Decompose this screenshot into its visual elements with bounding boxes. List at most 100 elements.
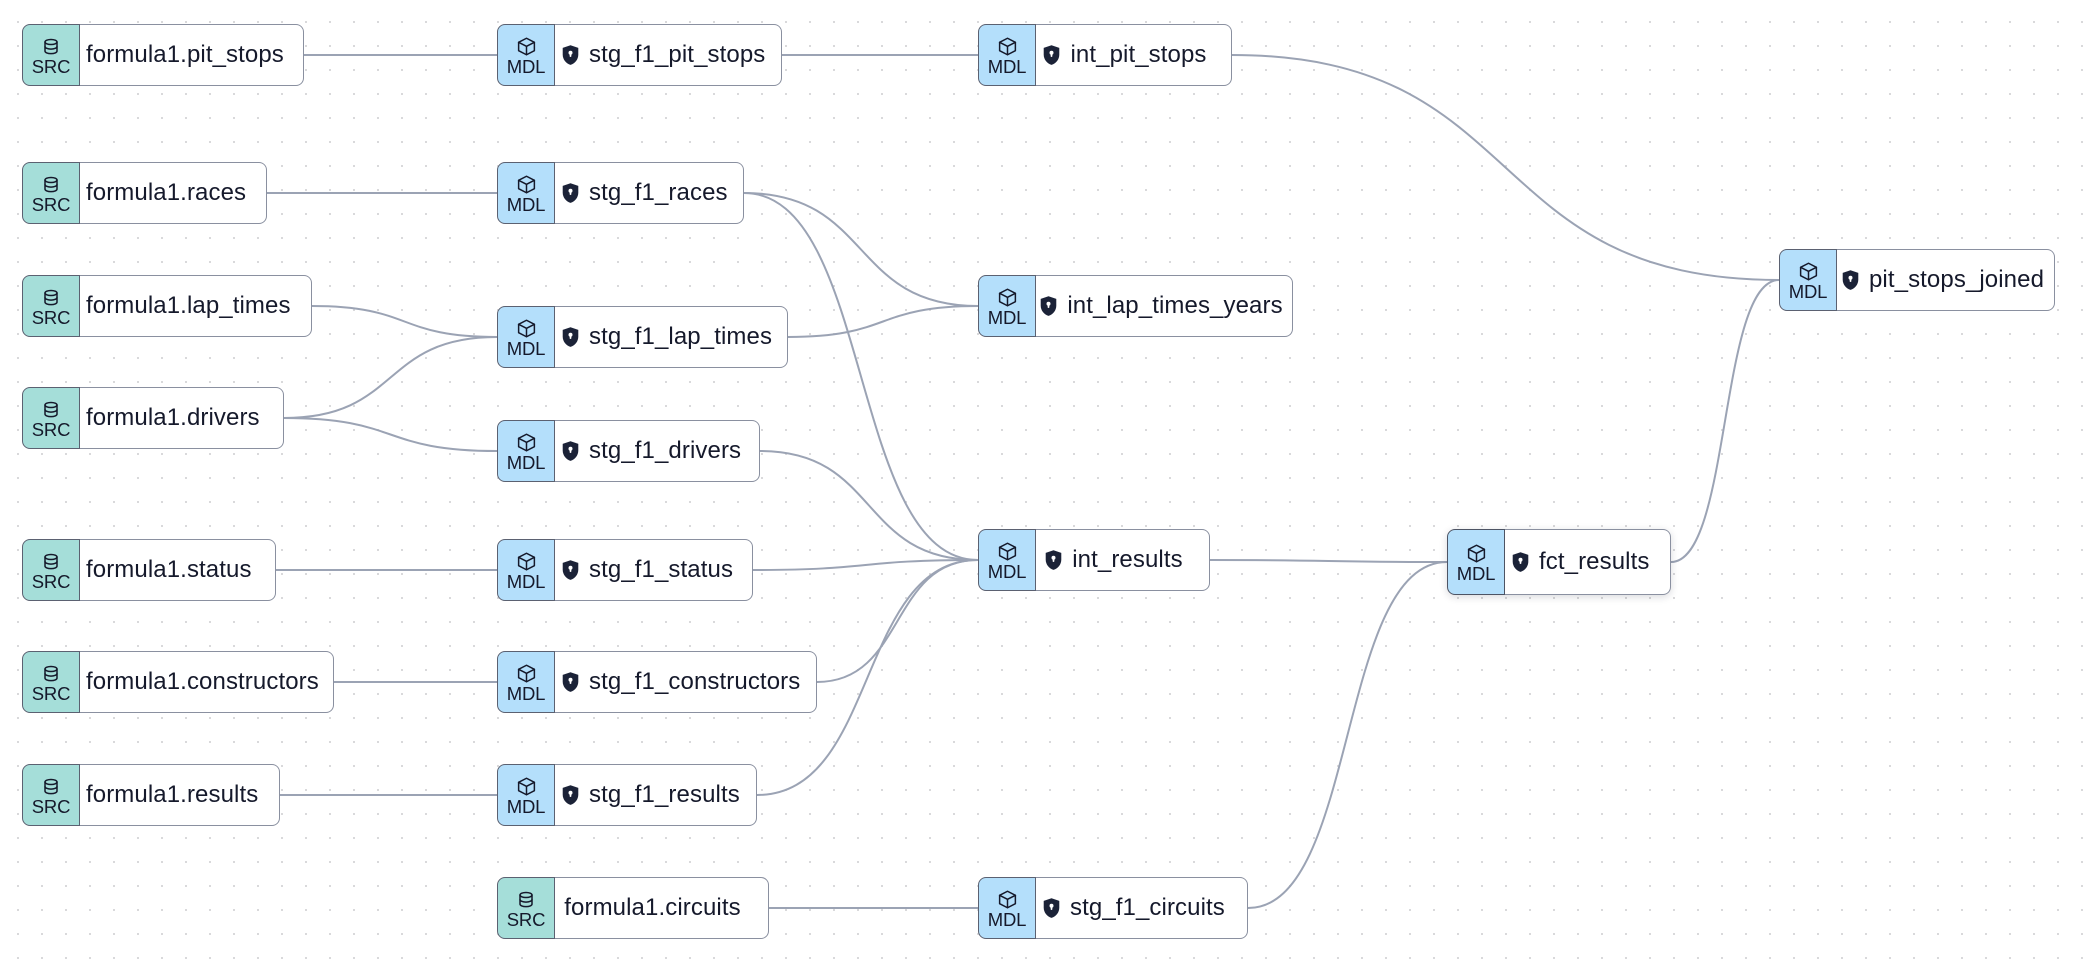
node-type-badge-src: SRC [22, 764, 80, 826]
node-label-wrap: formula1.results [80, 781, 264, 809]
node-type-badge-mdl: MDL [497, 539, 555, 601]
node-label: stg_f1_races [589, 179, 728, 206]
node-type-badge-src: SRC [497, 877, 555, 939]
database-cylinder-icon [44, 778, 58, 795]
node-label: stg_f1_drivers [589, 437, 742, 464]
node-label: formula1.circuits [564, 894, 741, 921]
node-type-badge-mdl: MDL [978, 275, 1036, 337]
node-label-wrap: stg_f1_status [555, 556, 739, 584]
node-body: formula1.pit_stops [80, 24, 304, 86]
edge-stg_races-to-int_lap_times_years [743, 192, 979, 307]
node-label-wrap: stg_f1_results [555, 781, 746, 809]
edge-stg_races-to-int_results [743, 192, 979, 561]
node-type-badge-mdl: MDL [1447, 529, 1505, 595]
node-type-badge-label: SRC [31, 306, 71, 328]
node-body: stg_f1_results [555, 764, 757, 826]
database-cylinder-icon [44, 665, 58, 682]
node-type-badge-label: MDL [506, 796, 546, 818]
node-src_circuits[interactable]: SRC formula1.circuits [497, 877, 769, 939]
node-src_lap_times[interactable]: SRC formula1.lap_times [22, 275, 312, 337]
node-body: int_pit_stops [1036, 24, 1232, 86]
node-type-badge-label: SRC [31, 55, 71, 77]
edge-stg_status-to-int_results [752, 559, 979, 571]
edge-stg_circuits-to-fct_results [1247, 561, 1448, 909]
node-label: int_results [1072, 546, 1183, 573]
node-int_pit_stops[interactable]: MDL int_pit_stops [978, 24, 1232, 86]
node-body: int_lap_times_years [1036, 275, 1293, 337]
node-label-wrap: stg_f1_lap_times [555, 323, 778, 351]
node-label: stg_f1_results [589, 781, 740, 808]
node-type-badge-mdl: MDL [978, 877, 1036, 939]
database-cylinder-icon [44, 176, 58, 193]
node-label: formula1.races [86, 179, 247, 206]
cube-icon [517, 319, 535, 338]
cube-icon [1467, 544, 1485, 563]
node-type-badge-mdl: MDL [497, 24, 555, 86]
cube-icon [998, 890, 1016, 909]
node-label-wrap: formula1.circuits [555, 894, 750, 922]
node-body: stg_f1_status [555, 539, 753, 601]
node-stg_circuits[interactable]: MDL stg_f1_circuits [978, 877, 1248, 939]
shield-lock-icon [562, 560, 579, 580]
node-type-badge-label: MDL [506, 452, 546, 474]
node-body: formula1.circuits [555, 877, 769, 939]
cube-icon [998, 542, 1016, 561]
node-label-wrap: formula1.lap_times [80, 292, 297, 320]
node-type-badge-mdl: MDL [497, 651, 555, 713]
node-label-wrap: formula1.drivers [80, 404, 266, 432]
node-type-badge-mdl: MDL [978, 24, 1036, 86]
cube-icon [998, 288, 1016, 307]
node-body: stg_f1_pit_stops [555, 24, 782, 86]
node-label-wrap: formula1.pit_stops [80, 41, 290, 69]
database-cylinder-icon [44, 553, 58, 570]
node-label: formula1.constructors [86, 668, 319, 695]
node-label-wrap: stg_f1_races [555, 179, 734, 207]
node-stg_drivers[interactable]: MDL stg_f1_drivers [497, 420, 760, 482]
node-label-wrap: int_results [1036, 546, 1191, 574]
node-type-badge-src: SRC [22, 162, 80, 224]
node-type-badge-label: MDL [506, 194, 546, 216]
node-type-badge-src: SRC [22, 539, 80, 601]
node-type-badge-mdl: MDL [1779, 249, 1837, 311]
edge-int_results-to-fct_results [1209, 559, 1448, 563]
edge-src_drivers-to-stg_drivers [283, 417, 498, 452]
node-body: stg_f1_constructors [555, 651, 817, 713]
cube-icon [998, 37, 1016, 56]
cube-icon [517, 664, 535, 683]
node-label: formula1.results [86, 781, 259, 808]
node-stg_results[interactable]: MDL stg_f1_results [497, 764, 757, 826]
node-label: int_pit_stops [1070, 41, 1207, 68]
node-body: stg_f1_drivers [555, 420, 760, 482]
node-body: formula1.drivers [80, 387, 284, 449]
cube-icon [517, 433, 535, 452]
shield-lock-icon [562, 672, 579, 692]
node-src_pit_stops[interactable]: SRC formula1.pit_stops [22, 24, 304, 86]
node-body: formula1.races [80, 162, 267, 224]
node-type-badge-mdl: MDL [497, 306, 555, 368]
node-stg_races[interactable]: MDL stg_f1_races [497, 162, 744, 224]
node-body: pit_stops_joined [1837, 249, 2055, 311]
node-body: formula1.lap_times [80, 275, 312, 337]
node-type-badge-src: SRC [22, 387, 80, 449]
node-body: stg_f1_races [555, 162, 744, 224]
edge-fct_results-to-pit_stops_joined [1670, 279, 1780, 563]
node-label-wrap: int_lap_times_years [1036, 292, 1286, 320]
database-cylinder-icon [44, 289, 58, 306]
node-label: stg_f1_circuits [1070, 894, 1225, 921]
edge-int_pit_stops-to-pit_stops_joined [1231, 54, 1780, 281]
